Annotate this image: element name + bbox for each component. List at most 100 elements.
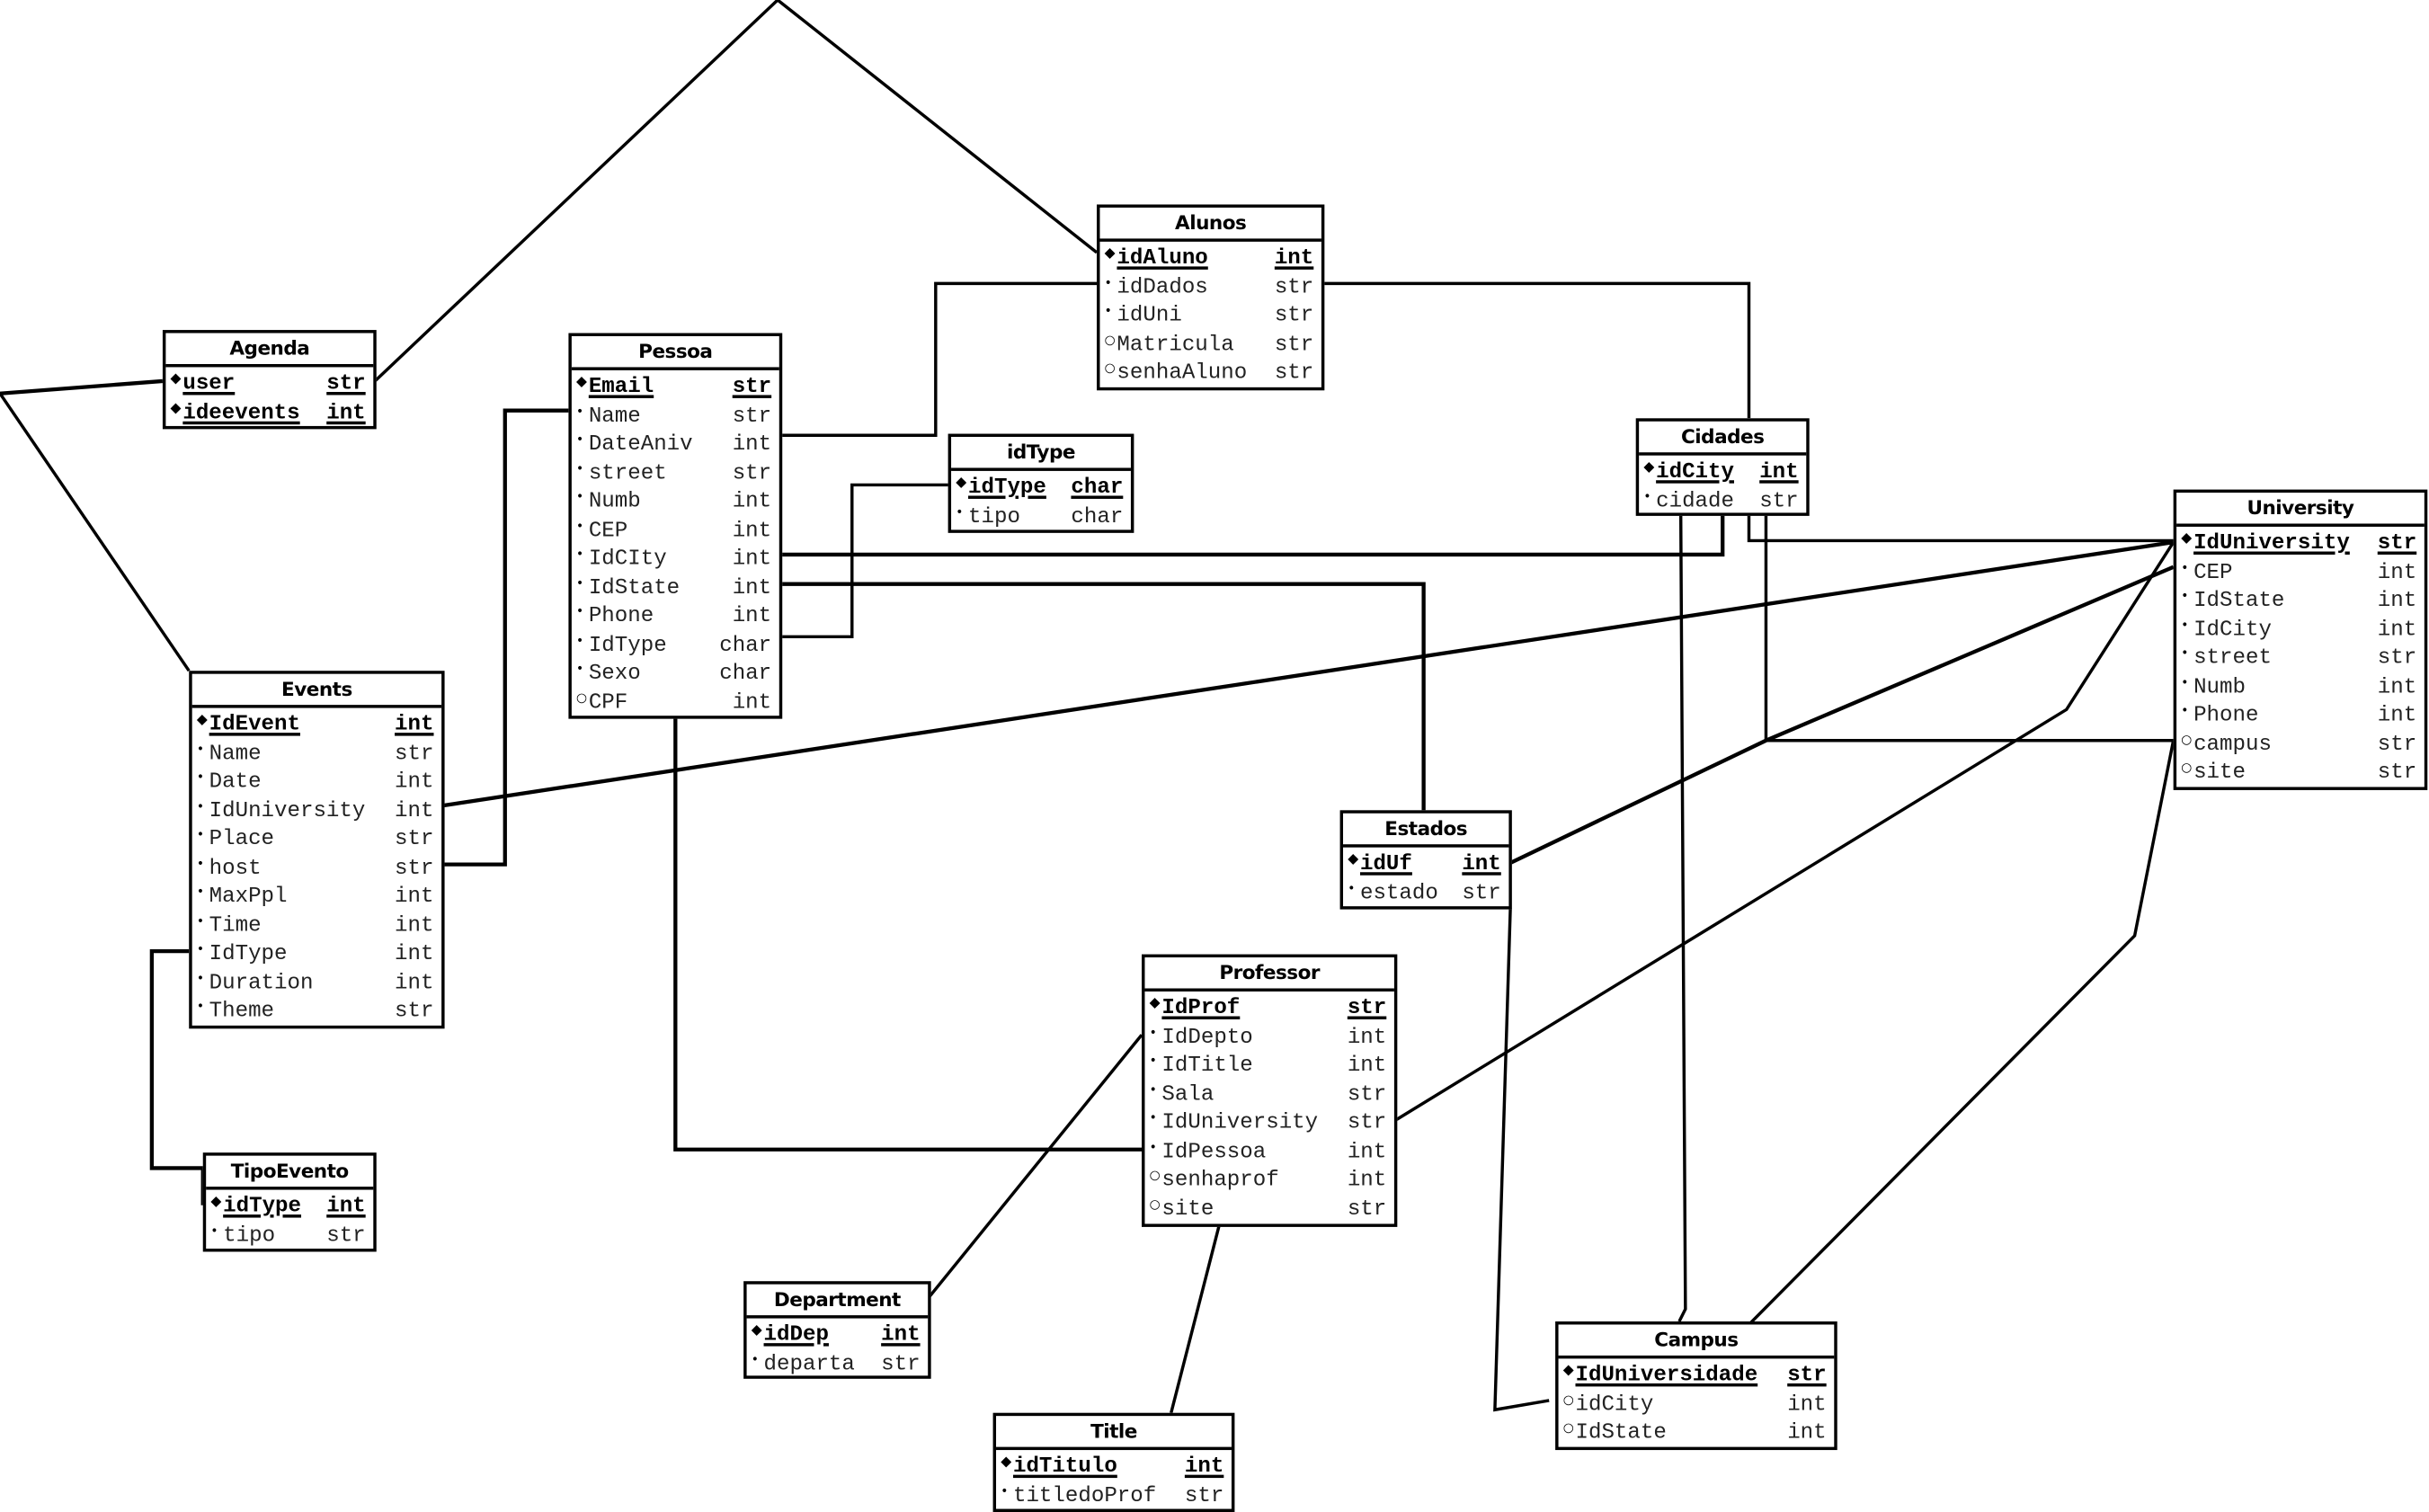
rel-alunos-cidades — [1322, 281, 1751, 419]
rel-estados-university — [1509, 565, 2175, 865]
attribute-type: int — [2377, 618, 2417, 643]
attribute-type: char — [719, 662, 772, 687]
primary-key-diamond-icon: ◆ — [170, 371, 182, 387]
primary-key-diamond-icon: ◆ — [170, 400, 182, 416]
attribute-type: str — [732, 404, 772, 429]
attribute-name: idDados — [1117, 275, 1208, 300]
required-dot-icon: • — [196, 769, 204, 785]
attribute-type: str — [1787, 1363, 1827, 1389]
attribute-type: str — [1184, 1483, 1224, 1509]
attribute-name: Time — [209, 913, 262, 938]
attribute-name: Email — [588, 375, 654, 401]
rel-professor-title — [1170, 1224, 1221, 1414]
required-dot-icon: • — [1643, 488, 1651, 503]
attribute-name: Duration — [209, 971, 314, 996]
rel-cidades-university — [1747, 514, 2174, 543]
required-dot-icon: • — [576, 575, 584, 590]
required-dot-icon: • — [1104, 274, 1112, 289]
primary-key-diamond-icon: ◆ — [1149, 996, 1161, 1012]
attribute-name: IdUniversity — [209, 798, 366, 824]
required-dot-icon: • — [576, 489, 584, 504]
required-dot-icon: • — [210, 1223, 218, 1238]
